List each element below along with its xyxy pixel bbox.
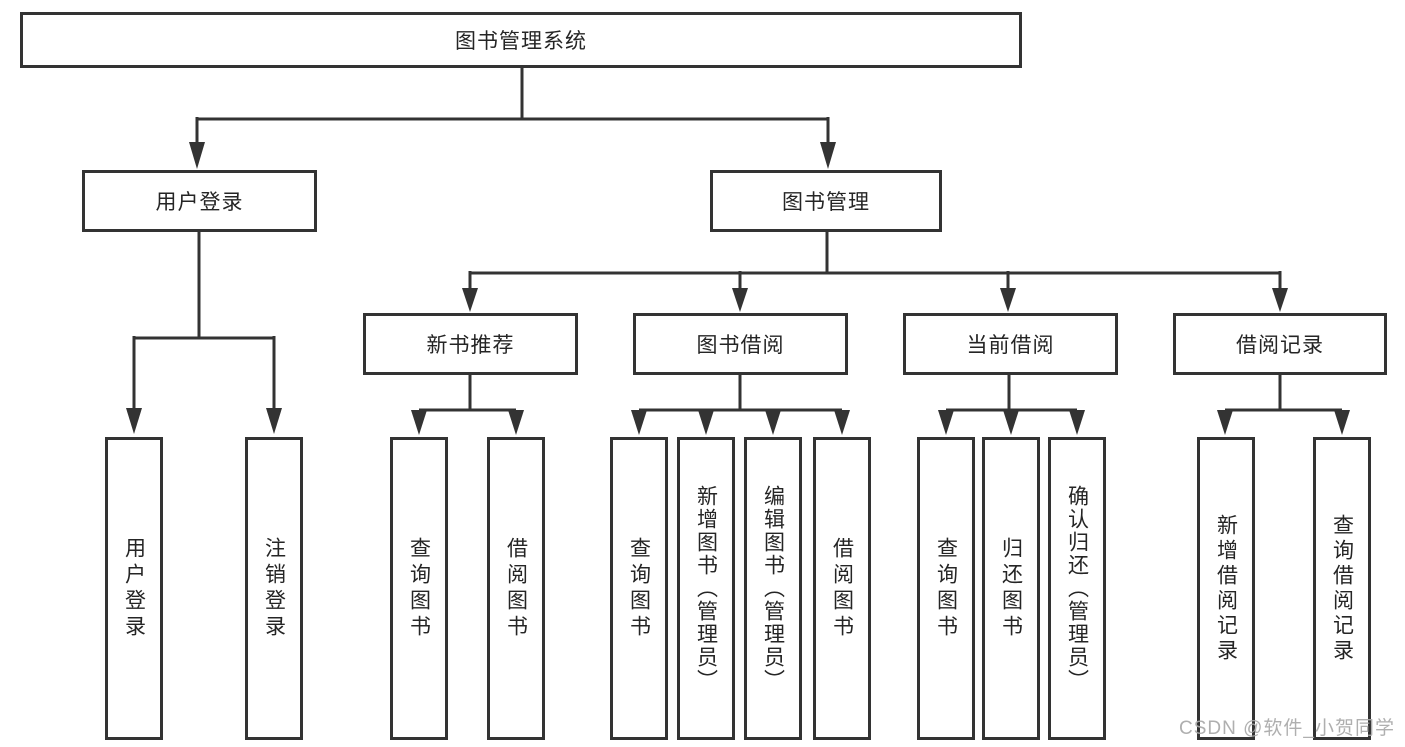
- node-borrow-records-label: 借阅记录: [1236, 334, 1324, 357]
- leaf-return-books: 归还图书: [982, 437, 1040, 740]
- leaf-edit-books-admin-label: 编辑图书（管理员）: [761, 485, 785, 692]
- leaf-logout: 注销登录: [245, 437, 303, 740]
- leaf-return-books-label: 归还图书: [999, 536, 1023, 641]
- node-book-borrowing-label: 图书借阅: [696, 334, 785, 357]
- node-current-borrowing-label: 当前借阅: [966, 334, 1055, 357]
- leaf-confirm-return-admin: 确认归还（管理员）: [1048, 437, 1106, 740]
- leaf-borrow-books-recommend-label: 借阅图书: [504, 536, 528, 641]
- leaf-confirm-return-admin-label: 确认归还（管理员）: [1065, 485, 1089, 692]
- leaf-borrow-books-borrowing: 借阅图书: [813, 437, 871, 740]
- node-current-borrowing: 当前借阅: [903, 313, 1118, 375]
- leaf-query-borrow-record: 查询借阅记录: [1313, 437, 1371, 740]
- node-root-label: 图书管理系统: [455, 30, 587, 53]
- leaf-user-login-label: 用户登录: [122, 536, 146, 641]
- leaf-add-borrow-record-label: 新增借阅记录: [1214, 513, 1238, 664]
- leaf-query-books-recommend-label: 查询图书: [407, 536, 431, 641]
- node-new-book-recommend: 新书推荐: [363, 313, 578, 375]
- leaf-borrow-books-recommend: 借阅图书: [487, 437, 545, 740]
- leaf-logout-label: 注销登录: [262, 536, 286, 641]
- leaf-query-borrow-record-label: 查询借阅记录: [1330, 513, 1354, 664]
- leaf-user-login: 用户登录: [105, 437, 163, 740]
- node-borrow-records: 借阅记录: [1173, 313, 1387, 375]
- node-new-book-recommend-label: 新书推荐: [426, 334, 515, 357]
- leaf-query-books-current-label: 查询图书: [934, 536, 958, 641]
- leaf-query-books-current: 查询图书: [917, 437, 975, 740]
- node-user-login-label: 用户登录: [155, 191, 244, 214]
- leaf-add-books-admin-label: 新增图书（管理员）: [694, 485, 718, 692]
- leaf-query-books-recommend: 查询图书: [390, 437, 448, 740]
- leaf-query-books-borrowing-label: 查询图书: [627, 536, 651, 641]
- leaf-borrow-books-borrowing-label: 借阅图书: [830, 536, 854, 641]
- node-root-system: 图书管理系统: [20, 12, 1022, 68]
- leaf-query-books-borrowing: 查询图书: [610, 437, 668, 740]
- node-book-borrowing: 图书借阅: [633, 313, 848, 375]
- leaf-add-borrow-record: 新增借阅记录: [1197, 437, 1255, 740]
- node-book-management: 图书管理: [710, 170, 942, 232]
- node-book-management-label: 图书管理: [782, 191, 870, 214]
- node-user-login: 用户登录: [82, 170, 317, 232]
- leaf-add-books-admin: 新增图书（管理员）: [677, 437, 735, 740]
- leaf-edit-books-admin: 编辑图书（管理员）: [744, 437, 802, 740]
- csdn-watermark: CSDN @软件_小贺同学: [1179, 718, 1395, 739]
